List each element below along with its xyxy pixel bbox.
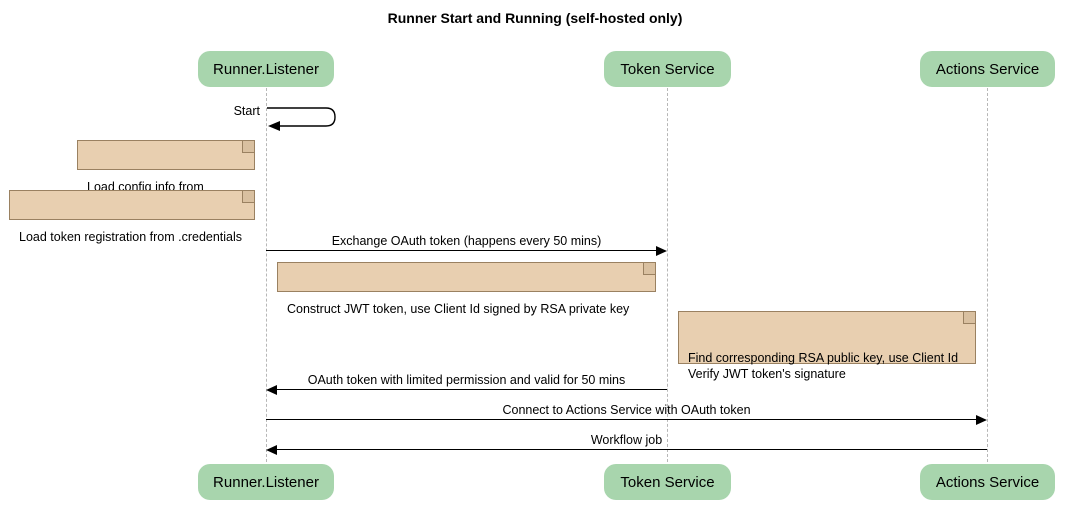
message-workflow-job-line — [273, 449, 987, 450]
message-oauth-return-label: OAuth token with limited permission and … — [307, 373, 626, 387]
note-construct-jwt-text: Construct JWT token, use Client Id signe… — [287, 302, 630, 316]
participant-actions-bottom[interactable]: Actions Service — [920, 464, 1055, 500]
participant-token-bottom-label: Token Service — [620, 473, 715, 491]
note-load-token-text: Load token registration from .credential… — [19, 230, 243, 244]
message-connect-actions-label: Connect to Actions Service with OAuth to… — [502, 403, 751, 417]
message-connect-actions-arrowhead-icon — [976, 414, 987, 425]
lifeline-runner — [266, 88, 267, 462]
participant-actions-top[interactable]: Actions Service — [920, 51, 1055, 87]
diagram-title: Runner Start and Running (self-hosted on… — [387, 10, 683, 26]
participant-runner-top[interactable]: Runner.Listener — [198, 51, 334, 87]
note-fold-icon — [643, 263, 655, 275]
note-verify-jwt-text: Find corresponding RSA public key, use C… — [688, 351, 959, 381]
participant-token-bottom[interactable]: Token Service — [604, 464, 731, 500]
message-exchange-oauth-line — [266, 250, 660, 251]
message-exchange-oauth-arrowhead-icon — [656, 245, 667, 256]
message-workflow-job-label: Workflow job — [590, 433, 663, 447]
note-fold-icon — [242, 191, 254, 203]
note-construct-jwt: Construct JWT token, use Client Id signe… — [277, 262, 656, 316]
note-fold-icon — [963, 312, 975, 324]
participant-runner-bottom[interactable]: Runner.Listener — [198, 464, 334, 500]
message-exchange-oauth-label: Exchange OAuth token (happens every 50 m… — [331, 234, 602, 248]
message-workflow-job-arrowhead-icon — [266, 444, 277, 455]
message-oauth-return-line — [273, 389, 667, 390]
note-load-config: Load config info from .runner — [77, 140, 255, 210]
lifeline-actions — [987, 88, 988, 462]
note-verify-jwt: Find corresponding RSA public key, use C… — [678, 311, 976, 381]
participant-token-top[interactable]: Token Service — [604, 51, 731, 87]
participant-actions-bottom-label: Actions Service — [935, 473, 1040, 491]
message-connect-actions-line — [266, 419, 980, 420]
participant-actions-top-label: Actions Service — [935, 60, 1040, 78]
self-message-start-label: Start — [233, 104, 260, 118]
self-message-start-loop — [266, 105, 346, 133]
participant-runner-top-label: Runner.Listener — [213, 60, 319, 78]
note-fold-icon — [242, 141, 254, 153]
participant-token-top-label: Token Service — [620, 60, 715, 78]
lifeline-token — [667, 88, 668, 462]
message-oauth-return-arrowhead-icon — [266, 384, 277, 395]
participant-runner-bottom-label: Runner.Listener — [213, 473, 319, 491]
note-load-token: Load token registration from .credential… — [9, 190, 255, 244]
